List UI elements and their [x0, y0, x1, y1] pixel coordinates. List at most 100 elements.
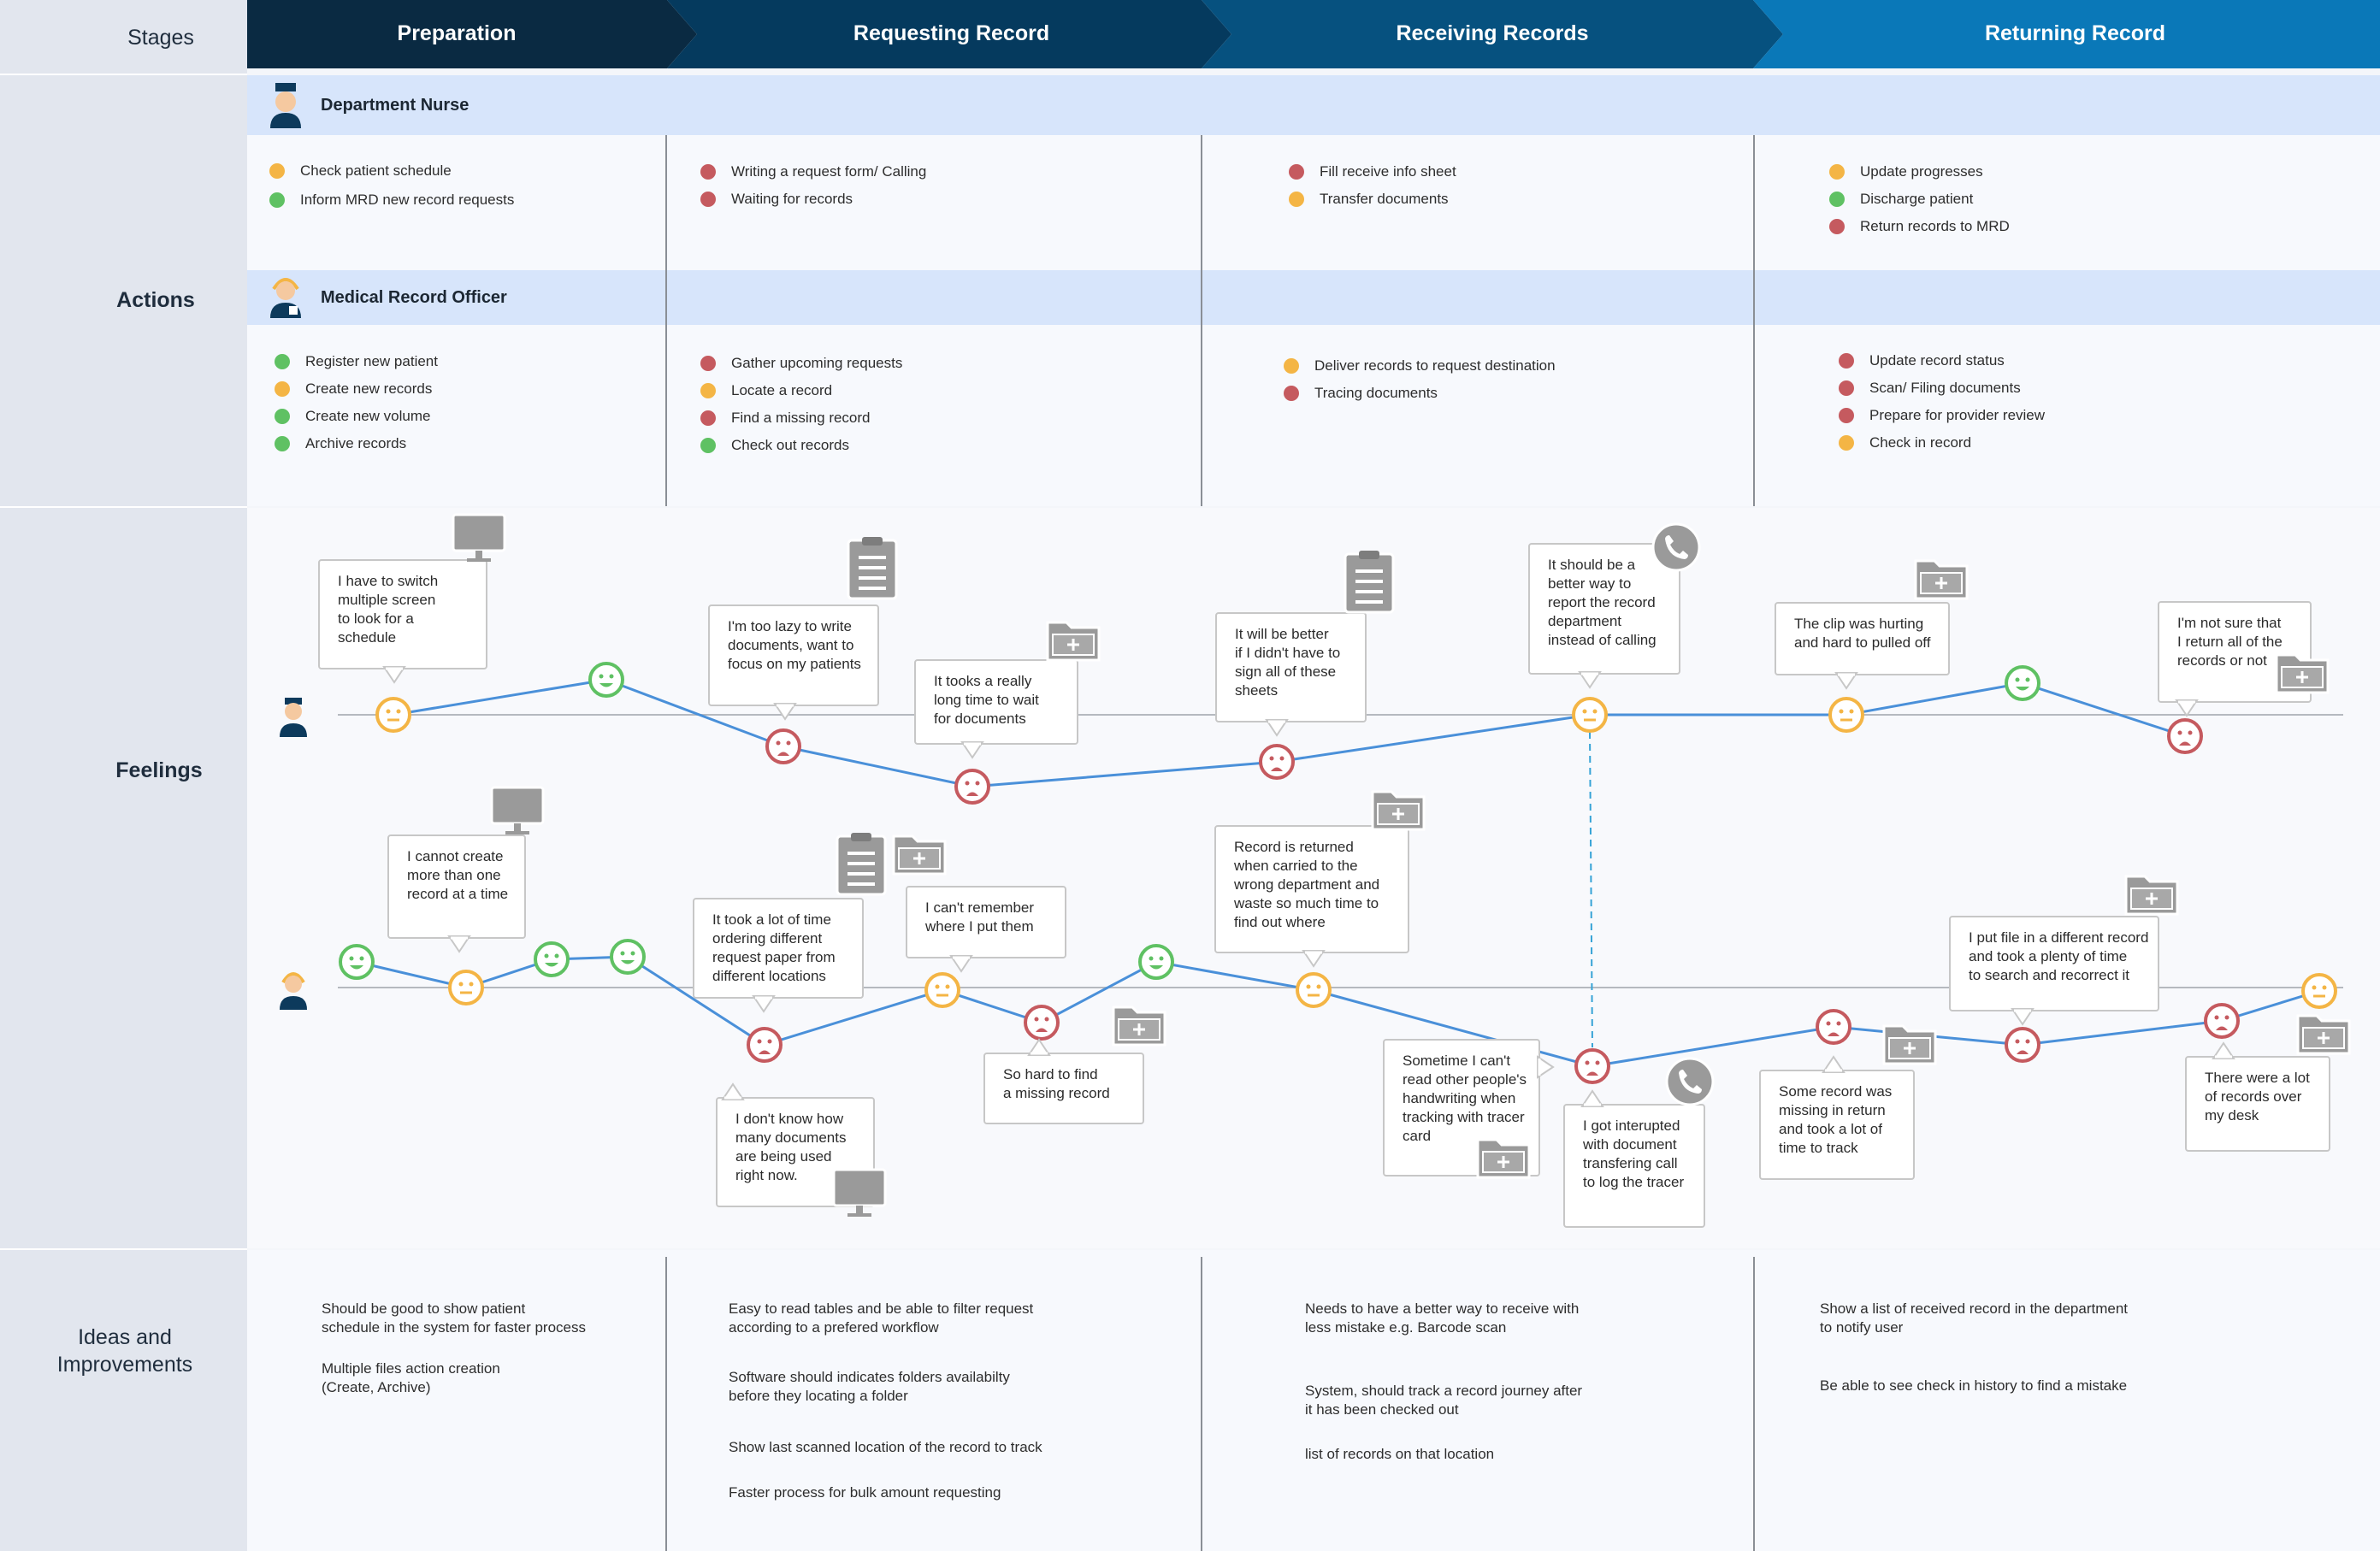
officer-action: Gather upcoming requests	[700, 354, 902, 373]
monitor-icon	[832, 1168, 887, 1217]
nurse-comment-text: It should be a	[1548, 557, 1636, 573]
phone-icon	[1651, 522, 1701, 572]
ideas-label-1: Ideas and	[78, 1325, 172, 1349]
nurse-comment-text: sign all of these	[1235, 663, 1336, 680]
idea-item: Multiple files action creation (Create, …	[322, 1360, 500, 1395]
officer-action: Check in record	[1839, 433, 1971, 452]
officer-comment-text: So hard to find	[1003, 1066, 1098, 1082]
nurse-action: Writing a request form/ Calling	[700, 162, 926, 181]
nurse-avatar-icon	[280, 698, 307, 737]
stages-label: Stages	[127, 26, 194, 50]
stage-arrow-receiving	[1202, 0, 1783, 68]
officer-comment-text: ordering different	[712, 930, 822, 947]
officer-comment-text: many documents	[735, 1129, 846, 1146]
nurse-comment-bubble: It tooks a really long time to wait for do…	[914, 659, 1078, 759]
officer-feeling-neutral-icon	[1296, 972, 1332, 1008]
officer-role-bar	[247, 270, 2380, 325]
officer-action: Prepare for provider review	[1839, 406, 2045, 425]
officer-comment-text: missing in return	[1779, 1102, 1886, 1118]
officer-action: Update record status	[1839, 351, 2005, 370]
divider	[665, 135, 667, 506]
stage-header	[247, 0, 2380, 68]
ideas-band	[247, 1250, 2380, 1551]
officer-comment-text: Some record was	[1779, 1083, 1892, 1100]
nurse-feeling-sad-icon	[765, 728, 801, 764]
nurse-role-bar	[247, 75, 2380, 135]
divider	[1753, 1257, 1755, 1551]
folder-icon	[2124, 875, 2179, 916]
nurse-action: Check patient schedule	[269, 162, 452, 180]
officer-feeling-neutral-icon	[448, 970, 484, 1005]
nurse-feeling-neutral-icon	[1572, 697, 1608, 733]
stages-cell	[0, 0, 247, 75]
officer-comment-text: where I put them	[924, 918, 1034, 935]
row-label-column	[0, 0, 247, 1551]
nurse-comment-text: instead of calling	[1548, 632, 1657, 648]
idea-item: Needs to have a better way to receive wi…	[1305, 1300, 1580, 1336]
idea-item: System, should track a record journey af…	[1305, 1383, 1583, 1418]
officer-comment-text: handwriting when	[1403, 1090, 1515, 1106]
officer-feeling-sad-icon	[2204, 1003, 2240, 1039]
divider	[1201, 1257, 1202, 1551]
officer-feeling-happy-icon	[339, 944, 375, 980]
officer-comment-text: with document	[1582, 1136, 1677, 1153]
folder-icon	[2296, 1014, 2351, 1055]
officer-action: Tracing documents	[1284, 384, 1438, 403]
nurse-comment-text: long time to wait	[934, 692, 1039, 708]
officer-comment-text: card	[1403, 1128, 1431, 1144]
nurse-action: Inform MRD new record requests	[269, 191, 514, 209]
officer-comment-text: to search and recorrect it	[1969, 967, 2129, 983]
officer-comment-text: find out where	[1234, 914, 1326, 930]
phone-icon	[1665, 1057, 1715, 1106]
role-icons-layer	[270, 83, 301, 318]
clipboard-icon	[847, 537, 898, 600]
officer-feeling-happy-icon	[1138, 944, 1174, 980]
officer-action: Scan/ Filing documents	[1839, 379, 2021, 398]
officer-comment-text: I cannot create	[407, 848, 503, 864]
officer-actions-band	[247, 325, 2380, 506]
officer-comment-text: It took a lot of time	[712, 911, 831, 928]
officer-comment-text: when carried to the	[1233, 858, 1358, 874]
nurse-comment-text: for documents	[934, 711, 1026, 727]
clipboard-icon	[836, 833, 887, 896]
officer-comment-text: I put file in a different record	[1969, 929, 2148, 946]
officer-action: Create new volume	[275, 407, 430, 426]
nurse-comment-text: I have to switch	[338, 573, 438, 589]
nurse-action: Update progresses	[1829, 162, 1983, 181]
nurse-action: Waiting for records	[700, 190, 853, 209]
nurse-comment-text: It will be better	[1235, 626, 1329, 642]
folder-icon	[1046, 621, 1101, 662]
nurse-comment-text: schedule	[338, 629, 396, 646]
idea-item: Show a list of received record in the de…	[1820, 1300, 2129, 1336]
idea-item: Software should indicates folders availa…	[729, 1369, 1010, 1404]
folder-icon	[2275, 653, 2330, 694]
nurse-comment-text: to look for a	[338, 610, 414, 627]
folder-icon	[1476, 1138, 1531, 1179]
nurse-action: Discharge patient	[1829, 190, 1973, 209]
dashed-connector	[1589, 731, 1593, 1048]
folder-icon	[1882, 1024, 1937, 1065]
officer-action: Locate a record	[700, 381, 832, 400]
officer-comment-text: to log the tracer	[1583, 1174, 1684, 1190]
folder-icon	[892, 834, 947, 876]
nurse-comment-text: It tooks a really	[934, 673, 1032, 689]
nurse-feeling-neutral-icon	[1828, 697, 1864, 733]
officer-comment-text: of records over	[2205, 1088, 2302, 1105]
officer-feeling-happy-icon	[610, 939, 646, 975]
officer-comment-text: read other people's	[1403, 1071, 1527, 1088]
officer-action: Find a missing record	[700, 409, 871, 428]
nurse-comment-text: documents, want to	[728, 637, 853, 653]
monitor-icon	[490, 786, 545, 834]
officer-feeling-sad-icon	[1574, 1048, 1610, 1084]
stage-arrow-requesting	[667, 0, 1231, 68]
nurse-feeling-neutral-icon	[375, 697, 411, 733]
nurse-comment-text: focus on my patients	[728, 656, 861, 672]
officer-comment-text: are being used	[735, 1148, 831, 1165]
nurse-comment-text: I'm too lazy to write	[728, 618, 852, 634]
